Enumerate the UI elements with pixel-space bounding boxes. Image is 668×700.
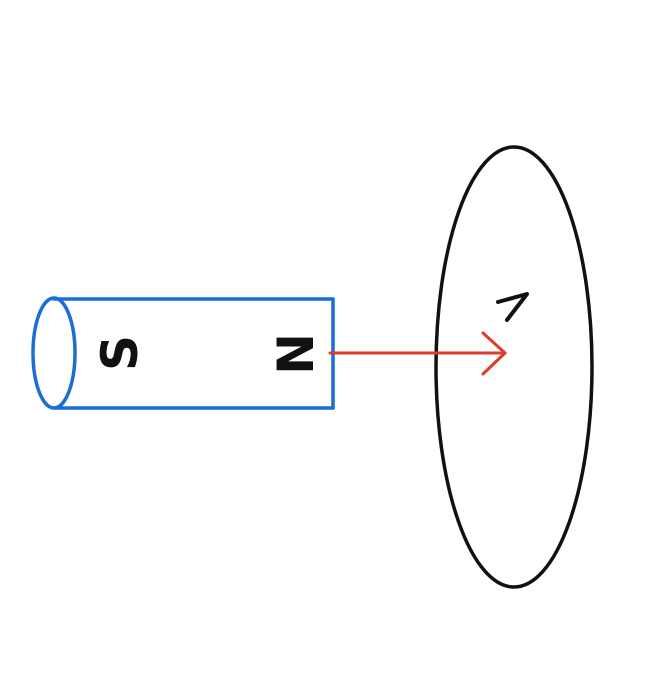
loop-direction-mark: v — [496, 292, 529, 322]
field-arrow — [328, 331, 507, 376]
wire-loop — [434, 145, 594, 589]
magnet-north-label: N — [267, 333, 325, 375]
magnet-left-end-cap — [31, 296, 77, 410]
magnet-south-label: S — [91, 335, 149, 371]
field-arrow-head — [481, 331, 507, 376]
